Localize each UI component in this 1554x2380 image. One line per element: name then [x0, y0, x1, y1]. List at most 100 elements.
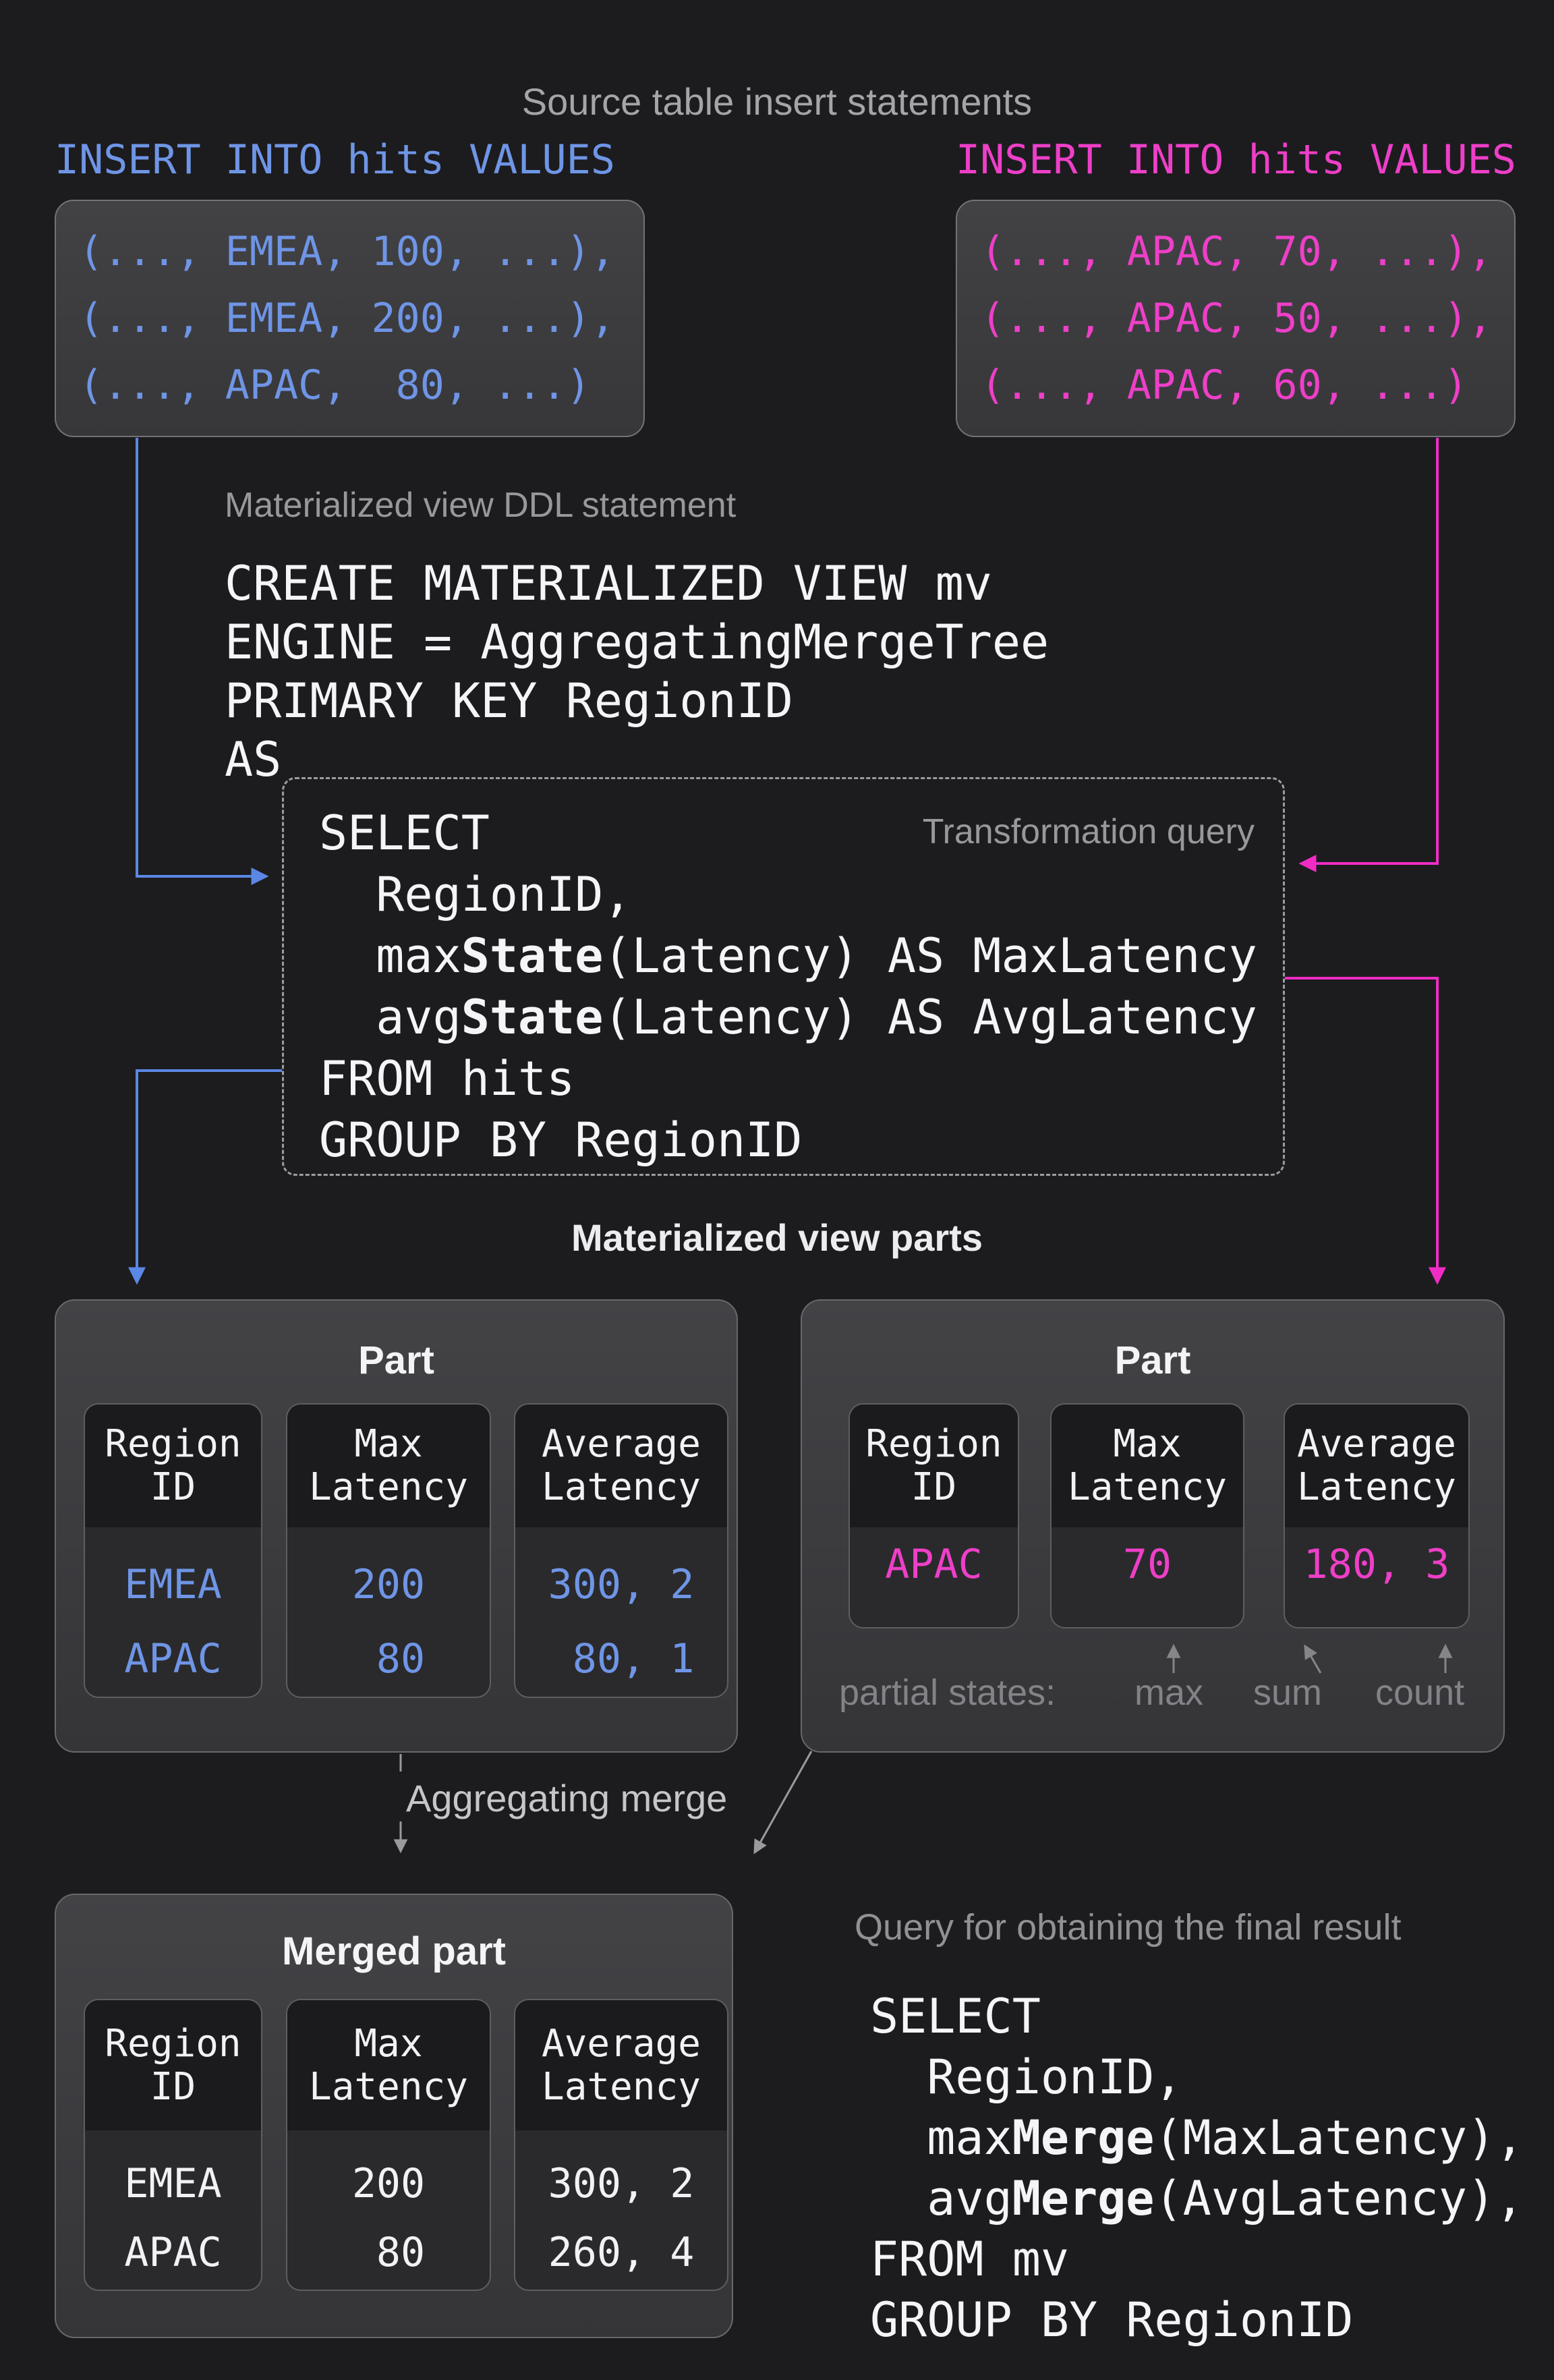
- part-title: Part: [358, 1338, 434, 1382]
- card-value: 200: [351, 2160, 426, 2207]
- merged-part-box: Merged part Region ID EMEA APAC Max Late…: [55, 1894, 733, 2338]
- insert-left-label: INSERT INTO hits VALUES: [55, 136, 615, 183]
- sql-line: RegionID,: [870, 2047, 1524, 2107]
- transformation-sql: SELECT RegionID, maxState(Latency) AS Ma…: [319, 803, 1257, 1171]
- card-value: 300, 2: [548, 1561, 695, 1608]
- card-header-line: Latency: [541, 2064, 701, 2109]
- card-header-line: Max: [354, 2021, 423, 2066]
- card-value: 200: [351, 1561, 426, 1608]
- final-sql: SELECT RegionID, maxMerge(MaxLatency), a…: [870, 1986, 1524, 2350]
- final-query-label: Query for obtaining the final result: [855, 1907, 1402, 1948]
- code-line: (..., APAC, 60, ...): [981, 362, 1468, 409]
- page-title: Source table insert statements: [521, 80, 1033, 123]
- card-header: Average Latency: [515, 1405, 727, 1527]
- sql-line: avgMerge(AvgLatency),: [870, 2168, 1524, 2229]
- card-body: 300, 2 260, 4: [515, 2130, 727, 2290]
- code-line: (..., APAC, 70, ...),: [981, 228, 1493, 275]
- sql-text: SELECT: [319, 805, 490, 861]
- card-header-line: Latency: [541, 1465, 701, 1509]
- card-body: 200 80: [287, 1527, 490, 1697]
- column-card-max-latency: Max Latency 200 80: [286, 1999, 491, 2291]
- column-card-average-latency: Average Latency 300, 2 80, 1: [514, 1403, 728, 1698]
- card-body: 70: [1052, 1527, 1243, 1627]
- card-value: 260, 4: [548, 2229, 695, 2276]
- column-card-max-latency: Max Latency 70: [1050, 1403, 1244, 1628]
- sql-text: (MaxLatency),: [1154, 2110, 1524, 2165]
- part-box-left: Part Region ID EMEA APAC Max Latency 200…: [55, 1299, 738, 1753]
- sql-text: RegionID,: [870, 2049, 1183, 2105]
- card-header-line: Average: [1296, 1422, 1456, 1466]
- card-body: 180, 3: [1285, 1527, 1468, 1627]
- card-header-line: Region: [865, 1422, 1002, 1466]
- part-box-right: Part Region ID APAC Max Latency 70 Avera…: [801, 1299, 1505, 1753]
- sql-bold: Merge: [1012, 2171, 1155, 2226]
- sql-text: RegionID,: [319, 867, 632, 922]
- card-value: APAC: [124, 1635, 222, 1682]
- card-header-line: ID: [911, 1465, 957, 1509]
- column-card-average-latency: Average Latency 300, 2 260, 4: [514, 1999, 728, 2291]
- sql-text: avg: [870, 2171, 1012, 2226]
- sql-line: GROUP BY RegionID: [870, 2290, 1524, 2350]
- partial-states-label: partial states:: [839, 1672, 1056, 1713]
- sql-line: maxMerge(MaxLatency),: [870, 2107, 1524, 2168]
- card-header: Region ID: [850, 1405, 1018, 1527]
- ddl-code-line: CREATE MATERIALIZED VIEW mv: [225, 556, 992, 611]
- parts-section-title: Materialized view parts: [571, 1216, 983, 1259]
- sql-text: avg: [319, 990, 461, 1045]
- card-header: Max Latency: [287, 1405, 490, 1527]
- column-card-region: Region ID APAC: [848, 1403, 1019, 1628]
- card-body: EMEA APAC: [85, 1527, 261, 1697]
- card-header-line: Latency: [1296, 1465, 1456, 1509]
- sql-bold: State: [461, 990, 604, 1045]
- code-line: (..., EMEA, 200, ...),: [79, 295, 615, 342]
- transformation-query-box: [282, 777, 1285, 1176]
- code-line: (..., APAC, 80, ...): [79, 362, 591, 409]
- merged-part-title: Merged part: [282, 1929, 506, 1973]
- sql-text: (Latency) AS MaxLatency: [603, 928, 1257, 984]
- card-value: APAC: [885, 1541, 983, 1588]
- insert-right-label: INSERT INTO hits VALUES: [956, 136, 1516, 183]
- card-header: Max Latency: [1052, 1405, 1243, 1527]
- card-header-line: Region: [105, 2021, 241, 2066]
- magenta-arrow-insert-to-query: [1298, 438, 1439, 872]
- card-value: 80: [351, 2229, 426, 2276]
- card-value: 180, 3: [1303, 1541, 1450, 1588]
- ddl-label: Materialized view DDL statement: [225, 486, 737, 525]
- partial-state-item-count: count: [1375, 1672, 1465, 1713]
- insert-left-box: (..., EMEA, 100, ...), (..., EMEA, 200, …: [55, 200, 645, 437]
- card-header-line: ID: [150, 1465, 196, 1509]
- card-body: APAC: [850, 1527, 1018, 1627]
- sql-text: (AvgLatency),: [1154, 2171, 1524, 2226]
- insert-right-box: (..., APAC, 70, ...), (..., APAC, 50, ..…: [956, 200, 1516, 437]
- column-card-average-latency: Average Latency 180, 3: [1284, 1403, 1470, 1628]
- sql-text: max: [319, 928, 461, 984]
- sql-text: (Latency) AS AvgLatency: [603, 990, 1257, 1045]
- card-header: Max Latency: [287, 2000, 490, 2130]
- card-header: Region ID: [85, 2000, 261, 2130]
- sql-text: SELECT: [870, 1989, 1041, 2044]
- card-value: 300, 2: [548, 2160, 695, 2207]
- card-header-line: Latency: [308, 1465, 468, 1509]
- sql-text: GROUP BY RegionID: [319, 1112, 803, 1168]
- code-line: (..., APAC, 50, ...),: [981, 295, 1493, 342]
- sql-text: FROM mv: [870, 2232, 1070, 2287]
- card-header: Average Latency: [515, 2000, 727, 2130]
- aggregating-merge-label: Aggregating merge: [406, 1777, 728, 1819]
- column-card-region: Region ID EMEA APAC: [84, 1403, 262, 1698]
- card-header-line: Average: [541, 2021, 701, 2066]
- sql-line: SELECT: [870, 1986, 1524, 2047]
- card-value: APAC: [124, 2229, 222, 2276]
- card-header-line: Region: [105, 1422, 241, 1466]
- card-body: EMEA APAC: [85, 2130, 261, 2290]
- sql-line: FROM hits: [319, 1048, 1257, 1110]
- card-header-line: ID: [150, 2064, 196, 2109]
- code-line: (..., EMEA, 100, ...),: [79, 228, 615, 275]
- card-value: 80, 1: [548, 1635, 695, 1682]
- sql-bold: State: [461, 928, 604, 984]
- column-card-region: Region ID EMEA APAC: [84, 1999, 262, 2291]
- card-value: 80: [351, 1635, 426, 1682]
- card-body: 300, 2 80, 1: [515, 1527, 727, 1697]
- sql-bold: Merge: [1012, 2110, 1155, 2165]
- card-header-line: Latency: [1067, 1465, 1227, 1509]
